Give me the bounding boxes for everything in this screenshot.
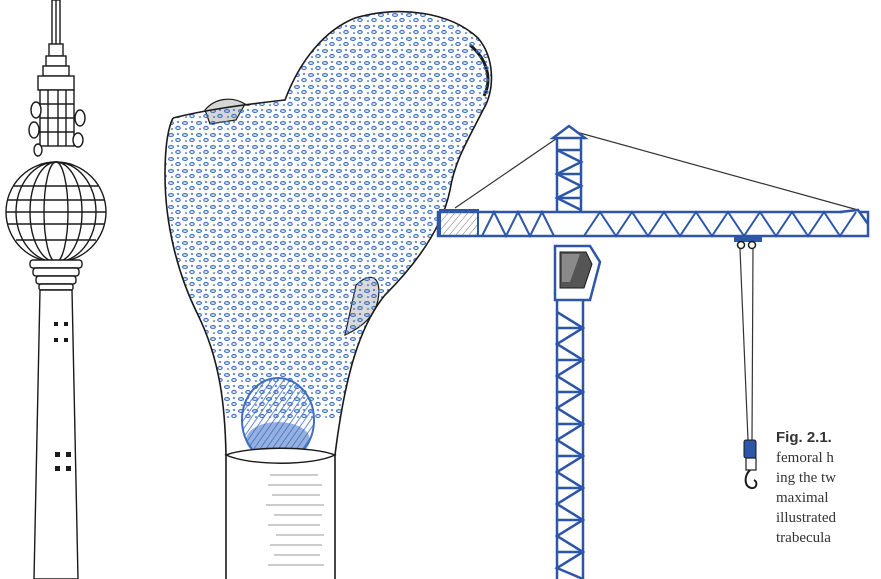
caption-line-6: trabecula xyxy=(776,528,881,548)
caption-line-5: illustrated xyxy=(776,508,881,528)
femur-illustration xyxy=(150,0,510,579)
caption-line-1: Fig. 2.1. xyxy=(776,428,881,448)
caption-line-4: maximal xyxy=(776,488,881,508)
figure-label: Fig. 2.1. xyxy=(776,429,832,446)
caption-line-2: femoral h xyxy=(776,448,881,468)
tv-tower-illustration xyxy=(6,0,106,579)
figure-caption: Fig. 2.1. femoral h ing the tw maximal i… xyxy=(776,428,881,548)
caption-line-3: ing the tw xyxy=(776,468,881,488)
